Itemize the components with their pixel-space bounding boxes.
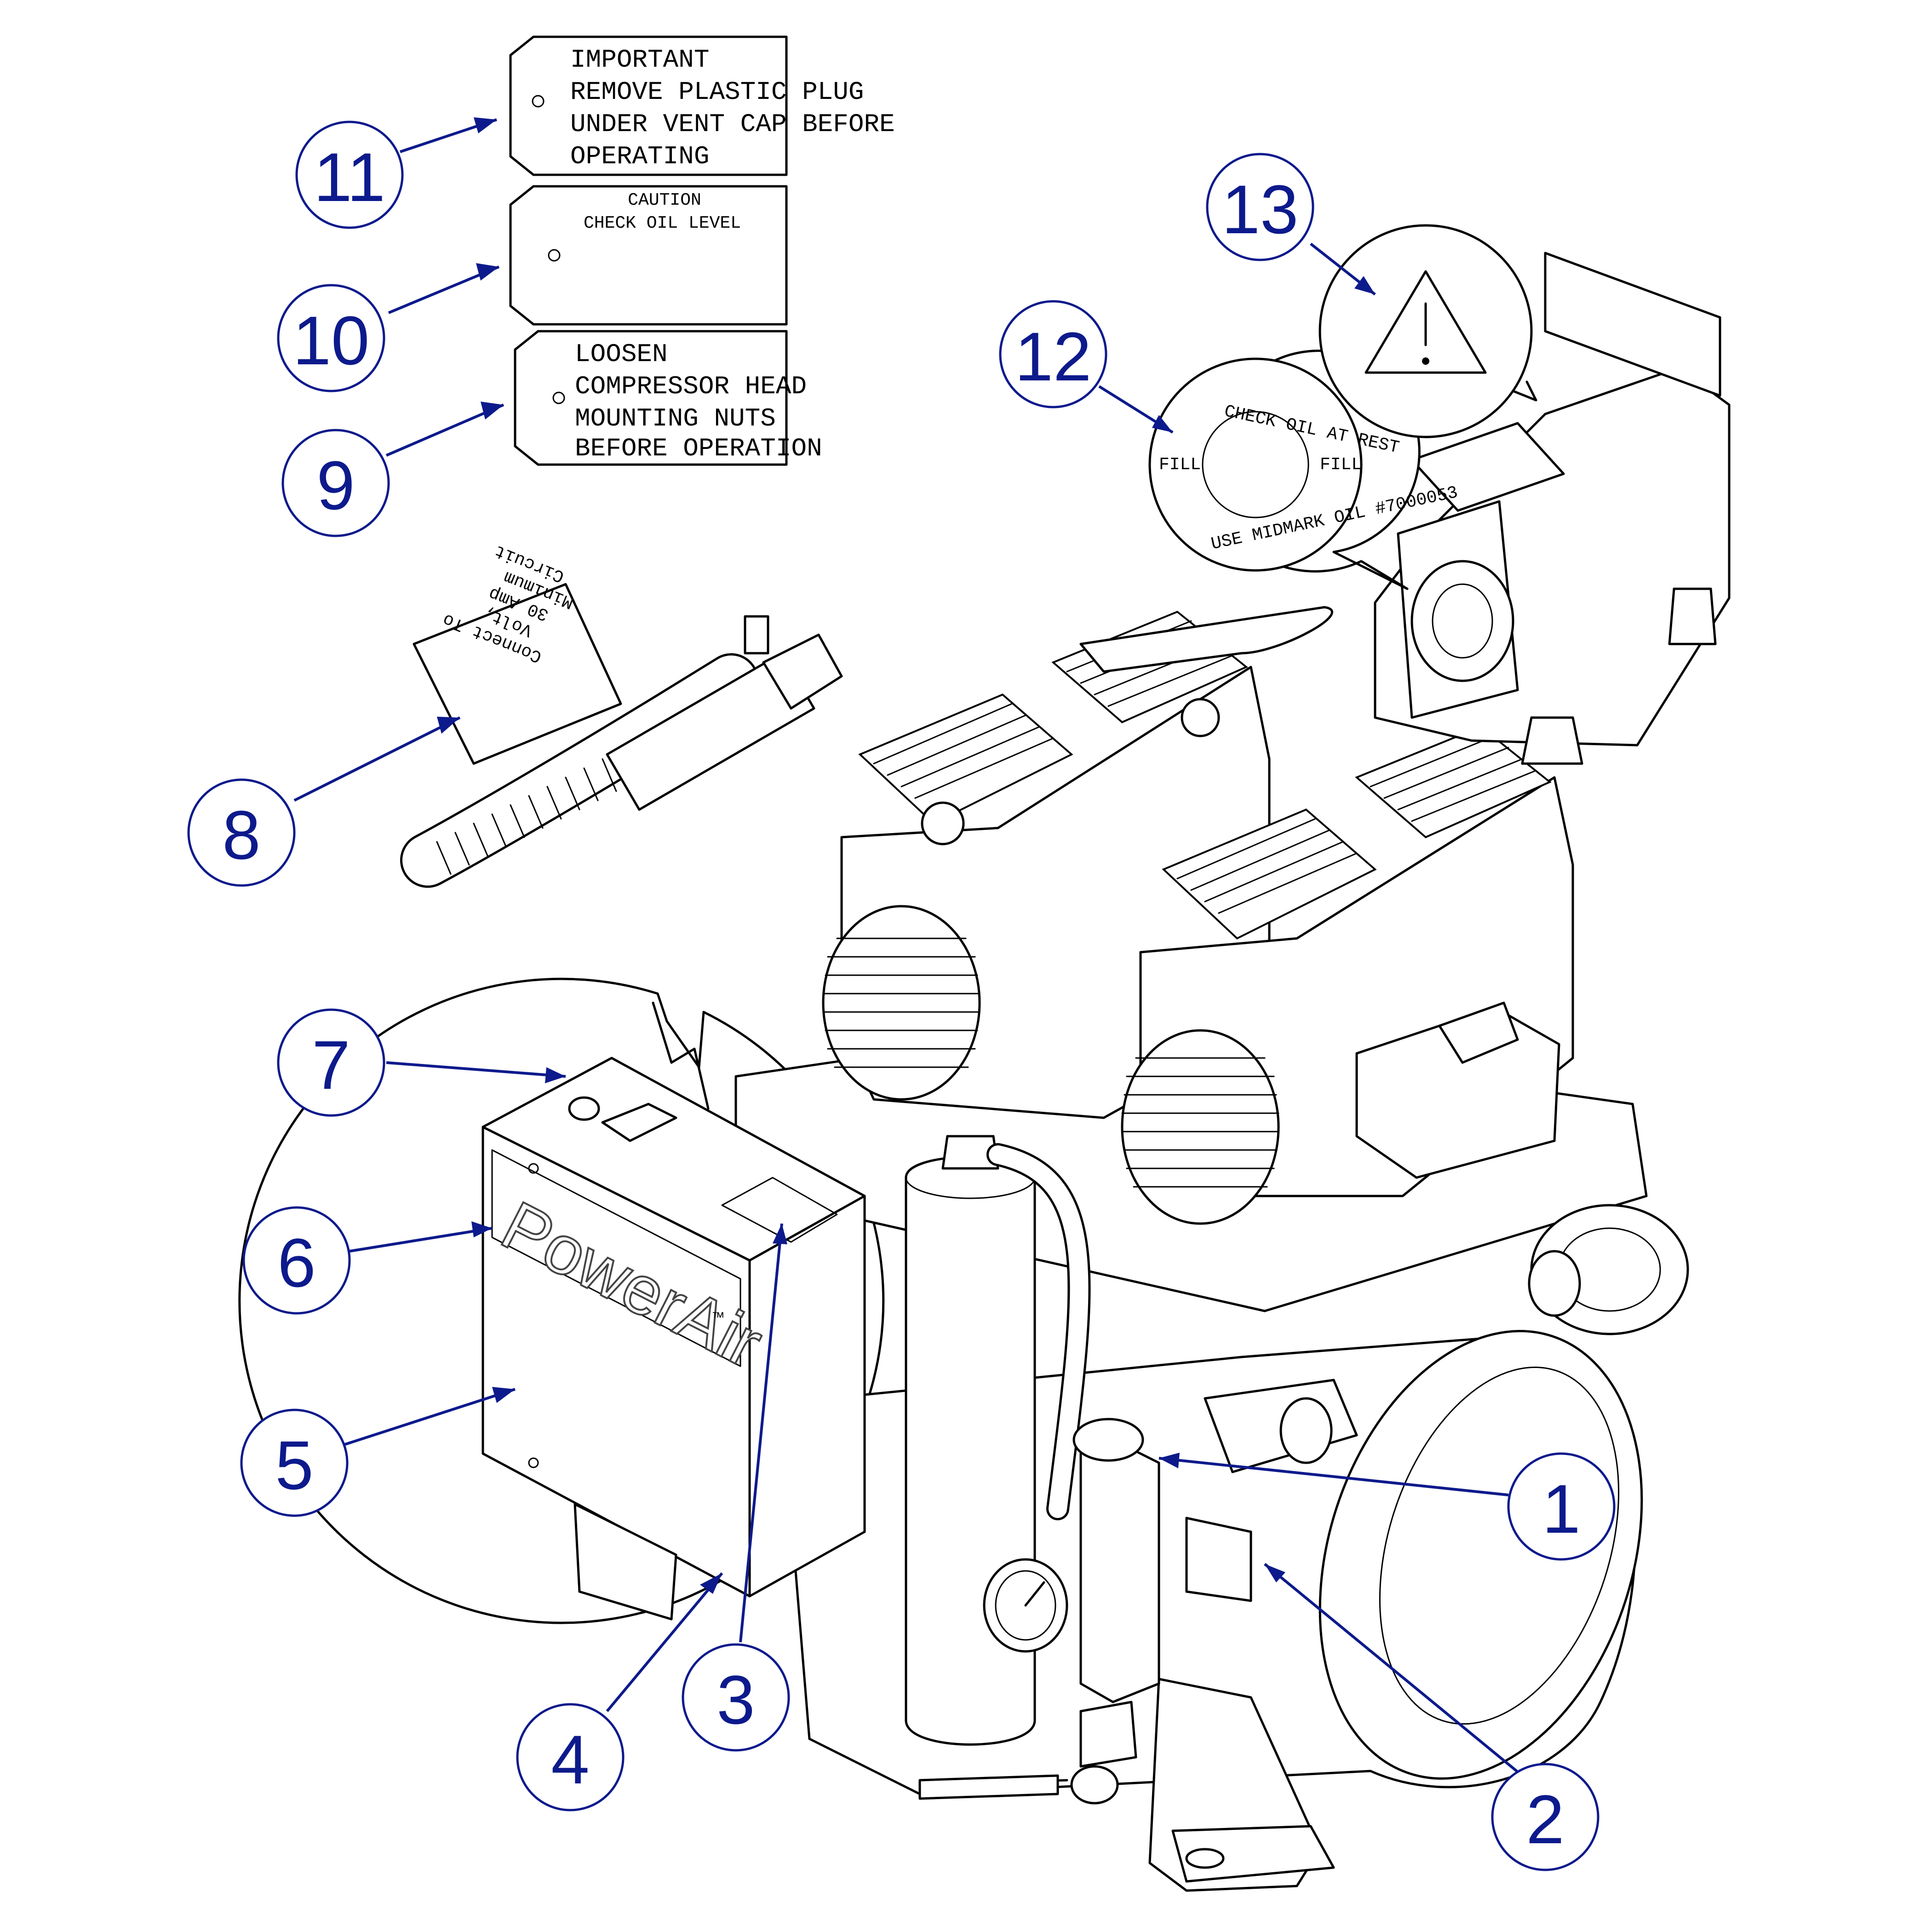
leader-1 [1158,1457,1509,1496]
leader-5 [344,1388,516,1446]
tag10-line2: CHECK OIL LEVEL [584,213,741,233]
leader-8 [293,716,461,802]
svg-text:8: 8 [222,796,260,874]
tag11-line2: REMOVE PLASTIC PLUG [570,77,864,107]
callout-1: 1 [1507,1452,1616,1561]
svg-text:13: 13 [1222,171,1299,248]
front-motor [1121,725,1574,1225]
svg-text:10: 10 [293,302,370,379]
callout-7: 7 [277,1008,385,1117]
callout-11: 11 [295,121,404,229]
callout-10: 10 [277,284,385,392]
oil-sight-glass [1410,560,1514,682]
oil-label-left: FILL [1159,455,1201,475]
tag11-line3: UNDER VENT CAP BEFORE [570,109,895,139]
tag-11: IMPORTANT REMOVE PLASTIC PLUG UNDER VENT… [509,35,895,176]
oil-label-bubble: CHECK OIL AT REST USE MIDMARK OIL #70000… [1148,350,1460,590]
warning-bubble [1319,224,1537,438]
svg-text:9: 9 [316,447,355,524]
svg-text:12: 12 [1015,318,1092,395]
callout-3: 3 [682,1643,790,1752]
pressure-regulator [983,1418,1160,1805]
inset-compressor-head [1374,252,1731,765]
tag9-line3: MOUNTING NUTS [575,404,776,433]
svg-text:2: 2 [1526,1781,1564,1858]
callouts: 11 10 9 8 7 6 5 4 3 2 1 12 13 [187,117,1616,1871]
leader-2 [1264,1563,1523,1777]
callout-6: 6 [242,1206,351,1315]
rear-fan-grille [822,937,980,1068]
tag10-line1: CAUTION [628,190,701,210]
tag-9: LOOSEN COMPRESSOR HEAD MOUNTING NUTS BEF… [514,330,822,466]
svg-text:7: 7 [312,1026,350,1104]
leader-4 [606,1572,723,1712]
tag9-line2: COMPRESSOR HEAD [575,372,807,401]
leader-3 [739,1223,783,1643]
svg-text:11: 11 [314,138,385,216]
brand-tm: ™ [713,1311,723,1330]
leader-6 [349,1227,493,1253]
front-fan-grille [1121,1057,1279,1188]
callout-2: 2 [1491,1763,1599,1871]
control-box: PowerAir ™ [482,1057,866,1621]
cord-ridges [436,758,617,875]
tag9-line1: LOOSEN [575,339,668,369]
callout-4: 4 [516,1703,625,1811]
isolator-feet [1521,587,1717,765]
tag9-line4: BEFORE OPERATION [575,434,822,463]
tag-10: CAUTION CHECK OIL LEVEL [509,185,788,326]
callout-9: 9 [281,429,390,537]
callout-8: 8 [187,778,296,887]
tag11-line1: IMPORTANT [570,45,709,75]
svg-text:6: 6 [277,1224,315,1301]
nameplate [1185,1517,1252,1602]
svg-text:5: 5 [275,1426,313,1504]
callout-13: 13 [1206,153,1314,261]
leader-7 [386,1061,566,1078]
callout-5: 5 [240,1409,349,1517]
callout-12: 12 [999,300,1107,408]
tag11-line4: OPERATING [570,142,709,171]
svg-text:1: 1 [1542,1470,1580,1547]
svg-text:4: 4 [551,1721,589,1798]
compressor-assembly: PowerAir ™ [482,606,1689,1892]
svg-text:3: 3 [717,1661,755,1738]
oil-label-right: FILL [1320,455,1362,475]
